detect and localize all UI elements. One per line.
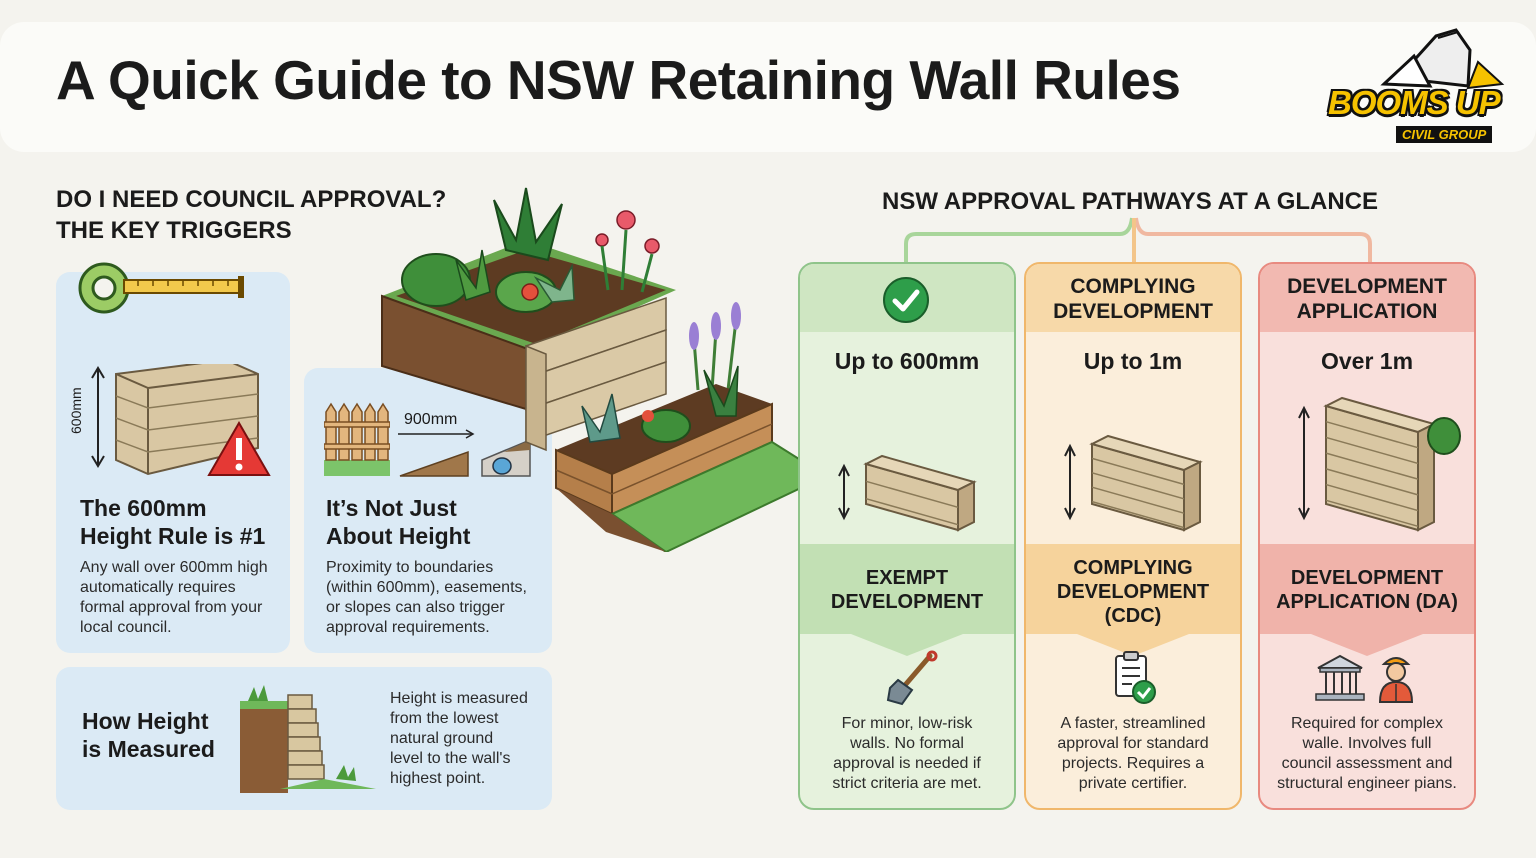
logo-subtext: CIVIL GROUP (1396, 126, 1493, 143)
how-measured-body: Height is measured from the lowest natur… (390, 690, 528, 787)
wall-measurement-illustration (240, 685, 376, 793)
excavator-bucket-icon (1380, 28, 1505, 90)
tape-measure-icon (78, 262, 244, 314)
checkmark-icon (883, 277, 929, 323)
not-just-height-title: It’s Not Just About Height (326, 495, 471, 549)
not-just-height-card: 900mm It’s Not Just About Height Proximi… (304, 368, 552, 653)
pathway-band-arrow (851, 634, 963, 656)
approval-pathways-heading: NSW APPROVAL PATHWAYS AT A GLANCE (882, 188, 1379, 215)
engineer-icon (1378, 657, 1414, 703)
approval-triggers-heading: DO I NEED COUNCIL APPROVAL? THE KEY TRIG… (56, 186, 447, 244)
pathway-header (1260, 264, 1474, 332)
pathway-height-limit: Up to 600mm (834, 348, 980, 374)
not-just-height-body: Proximity to boundaries (within 600mm), … (326, 559, 527, 636)
pathway-type-band (800, 544, 1014, 634)
brand-logo: BOOMS UP CIVIL GROUP (1318, 26, 1518, 150)
stone-wall-illustration (91, 364, 259, 476)
how-height-measured-card: How Height is Measured Height is measure… (56, 667, 552, 810)
page-title: A Quick Guide to NSW Retaining Wall Rule… (56, 49, 1181, 111)
shovel-icon (886, 650, 938, 706)
fence-icon (324, 402, 390, 476)
title-banner (0, 22, 1536, 152)
wall-height-illustration (838, 454, 977, 532)
pathway-type-band (1260, 544, 1474, 634)
pathway-height-limit: Up to 1m (1083, 348, 1183, 374)
logo-text: BOOMS UP (1328, 84, 1501, 121)
pathway-band-arrow (1311, 634, 1423, 656)
distance-900mm-label: 900mm (404, 411, 458, 428)
wall-height-illustration (1064, 434, 1203, 532)
clipboard-check-icon (1115, 651, 1156, 704)
pathway-header (1026, 264, 1240, 332)
pathway-height-limit: Over 1m (1320, 348, 1414, 374)
pathway-band-arrow (1077, 634, 1189, 656)
height-rule-card: 600mm The 600mm Height Rule is #1 Any wa… (56, 262, 290, 653)
pathway-type-band (1026, 544, 1240, 634)
warning-icon (207, 420, 271, 476)
wall-height-illustration (1298, 396, 1461, 532)
how-measured-title: How Height is Measured (82, 708, 215, 762)
height-rule-body: Any wall over 600mm high automatically r… (80, 559, 268, 636)
height-rule-title: The 600mm Height Rule is #1 (80, 495, 266, 549)
slope-and-pipe-illustration (398, 429, 531, 477)
government-building-icon (1315, 654, 1414, 703)
terraced-garden-illustration (381, 187, 829, 552)
pathway-connector-lines (904, 217, 1372, 262)
